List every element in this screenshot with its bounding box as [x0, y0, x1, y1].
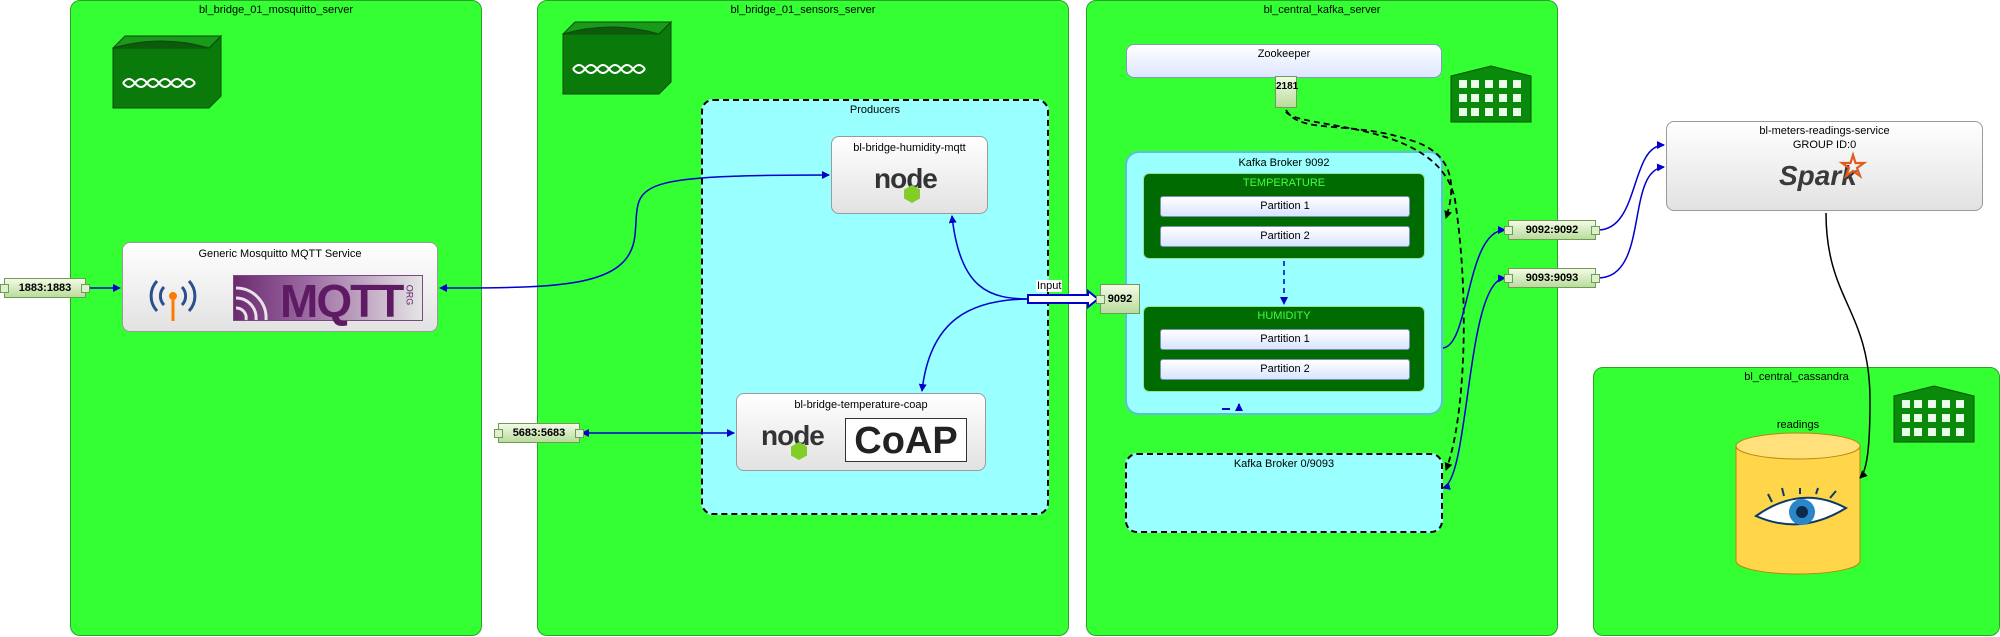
kafka-broker-title: Kafka Broker 9092: [1238, 157, 1330, 169]
port-1883[interactable]: 1883:1883: [0, 278, 90, 298]
spark-service-title: bl-meters-readings-service: [1759, 125, 1890, 137]
coap-logo-text: CoAP: [854, 420, 958, 462]
nodejs-hex-icon: [791, 442, 807, 460]
cassandra-db-label: readings: [1776, 419, 1820, 431]
humidity-partition-2[interactable]: Partition 2: [1160, 359, 1410, 380]
coap-logo: CoAP: [845, 418, 967, 462]
edge-port-9093-to-spark: [1597, 163, 1665, 279]
kafka-broker-2[interactable]: Kafka Broker 0/9093: [1125, 453, 1443, 533]
kafka-broker-2-title: Kafka Broker 0/9093: [1233, 458, 1335, 470]
mqtt-logo-text: MQTT: [280, 275, 404, 327]
port-9093-9093-label: 9093:9093: [1525, 272, 1579, 284]
topic-humidity-title: HUMIDITY: [1257, 310, 1311, 322]
edge-port-9092-to-spark: [1597, 141, 1665, 231]
topic-temperature-title: TEMPERATURE: [1242, 177, 1326, 189]
edge-zookeeper-broker: [1285, 109, 1453, 219]
mqtt-logo-arcs: [235, 286, 268, 321]
temperature-partition-2[interactable]: Partition 2: [1160, 226, 1410, 247]
edge-broker2-to-port-9093: [1442, 274, 1506, 490]
nodejs-logo: node: [761, 420, 835, 460]
edge-input-arrow: [1027, 288, 1100, 310]
port-5683[interactable]: 5683:5683: [494, 423, 584, 443]
temperature-producer-title: bl-bridge-temperature-coap: [794, 399, 928, 411]
humidity-partition-1[interactable]: Partition 1: [1160, 329, 1410, 350]
producers-title: Producers: [849, 104, 901, 116]
mqtt-service[interactable]: Generic Mosquitto MQTT Service MQTT ORG: [122, 242, 438, 332]
temperature-producer[interactable]: bl-bridge-temperature-coap node CoAP: [736, 393, 986, 471]
port-9092-9092[interactable]: 9092:9092: [1504, 220, 1600, 240]
antenna-icon: [149, 279, 197, 321]
port-5683-label: 5683:5683: [512, 427, 566, 439]
mosquitto-server-title: bl_bridge_01_mosquitto_server: [198, 4, 354, 16]
mqtt-service-title: Generic Mosquitto MQTT Service: [198, 248, 362, 260]
kafka-server-title: bl_central_kafka_server: [1263, 4, 1381, 16]
humidity-producer-title: bl-bridge-humidity-mqtt: [853, 142, 966, 154]
input-label: Input: [1036, 280, 1063, 292]
edge-broker-to-port-9092: [1442, 226, 1506, 349]
humidity-producer[interactable]: bl-bridge-humidity-mqtt node: [831, 136, 988, 214]
network-switch-icon: [561, 20, 673, 95]
zookeeper-port[interactable]: 2181: [1275, 76, 1299, 108]
topic-temperature[interactable]: TEMPERATURE Partition 1 Partition 2: [1143, 173, 1425, 259]
spark-logo: Spark: [1779, 151, 1879, 196]
building-icon: [1450, 65, 1532, 123]
spark-service-subtitle: GROUP ID:0: [1792, 139, 1857, 151]
nodejs-logo: node: [874, 163, 948, 203]
zookeeper-title: Zookeeper: [1257, 48, 1311, 60]
building-icon: [1893, 385, 1975, 443]
zookeeper[interactable]: Zookeeper: [1126, 44, 1442, 78]
edge-zookeeper-broker-2: [1285, 111, 1465, 471]
sensors-server-title: bl_bridge_01_sensors_server: [730, 4, 876, 16]
cassandra-server-title: bl_central_cassandra: [1744, 371, 1849, 383]
network-switch-icon: [111, 34, 223, 109]
edge-humidity-to-input: [948, 215, 1031, 300]
port-1883-label: 1883:1883: [18, 282, 72, 294]
edge-humidity-to-mqtt: [439, 171, 830, 292]
port-9092-9092-label: 9092:9092: [1525, 224, 1579, 236]
port-9093-9093[interactable]: 9093:9093: [1504, 268, 1600, 288]
spark-service[interactable]: bl-meters-readings-service GROUP ID:0 Sp…: [1666, 121, 1983, 211]
edge-temperature-to-input: [918, 298, 1031, 392]
port-9092-input-label: 9092: [1107, 293, 1133, 305]
temperature-partition-1[interactable]: Partition 1: [1160, 196, 1410, 217]
port-9092-input[interactable]: 9092: [1096, 284, 1140, 314]
mqtt-logo: MQTT ORG: [233, 275, 423, 327]
zookeeper-port-label: 2181: [1276, 81, 1299, 92]
edge-spark-to-cassandra: [1825, 212, 1871, 479]
topic-humidity[interactable]: HUMIDITY Partition 1 Partition 2: [1143, 306, 1425, 392]
spark-star-icon: [1838, 151, 1868, 179]
cassandra-eye-icon: [1753, 487, 1849, 526]
nodejs-hex-icon: [904, 185, 920, 203]
